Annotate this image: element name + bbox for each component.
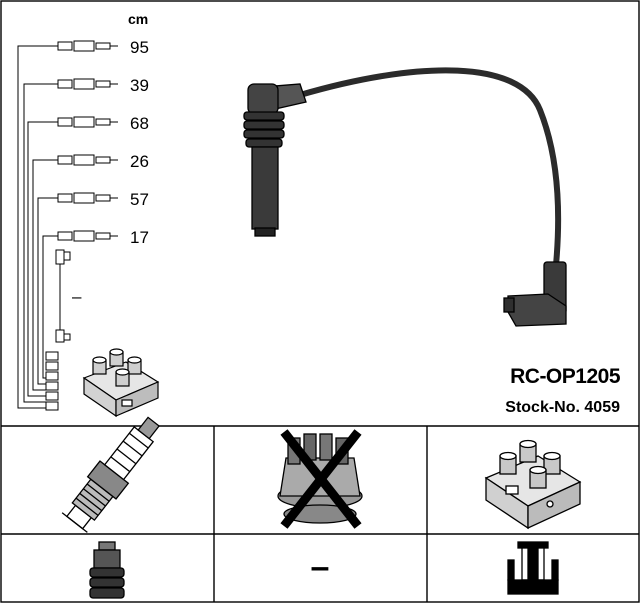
coil-boot-angled <box>503 261 567 327</box>
distributor-cap-crossed-icon <box>277 429 363 529</box>
length-label-1: 95 <box>130 38 149 57</box>
plug-boot-straight <box>243 83 307 237</box>
plug-boot-icon <box>89 541 125 599</box>
stock-number: Stock-No. 4059 <box>505 399 620 416</box>
length-label-2: 39 <box>130 76 149 95</box>
terminal-57 <box>57 192 111 204</box>
length-label-6: 17 <box>130 228 149 247</box>
terminal-tips <box>110 45 118 237</box>
cable-layout-diagram: cm 95 39 68 26 57 17 <box>17 11 160 418</box>
bundle-ends <box>45 351 59 411</box>
loose-lead-mark: – <box>72 287 82 306</box>
length-label-3: 68 <box>130 114 149 133</box>
ignition-cable <box>243 67 567 327</box>
length-label-4: 26 <box>130 152 149 171</box>
terminal-95 <box>57 40 111 52</box>
loose-lead <box>55 249 71 343</box>
lead-terminals <box>57 40 111 242</box>
terminal-39 <box>57 78 111 90</box>
product-code: RC-OP1205 <box>510 365 621 388</box>
cable-wire <box>297 67 562 268</box>
ignition-coil-icon <box>484 439 582 530</box>
spark-plug-icon <box>61 416 160 533</box>
terminal-26 <box>57 154 111 166</box>
terminal-68 <box>57 116 111 128</box>
terminal-17 <box>57 230 111 242</box>
connector-type-icon <box>507 541 559 595</box>
coil-pack-small <box>82 348 160 418</box>
cable-bundle <box>17 45 58 409</box>
not-applicable-mark: – <box>311 548 330 586</box>
unit-label: cm <box>128 11 148 27</box>
length-label-5: 57 <box>130 190 149 209</box>
